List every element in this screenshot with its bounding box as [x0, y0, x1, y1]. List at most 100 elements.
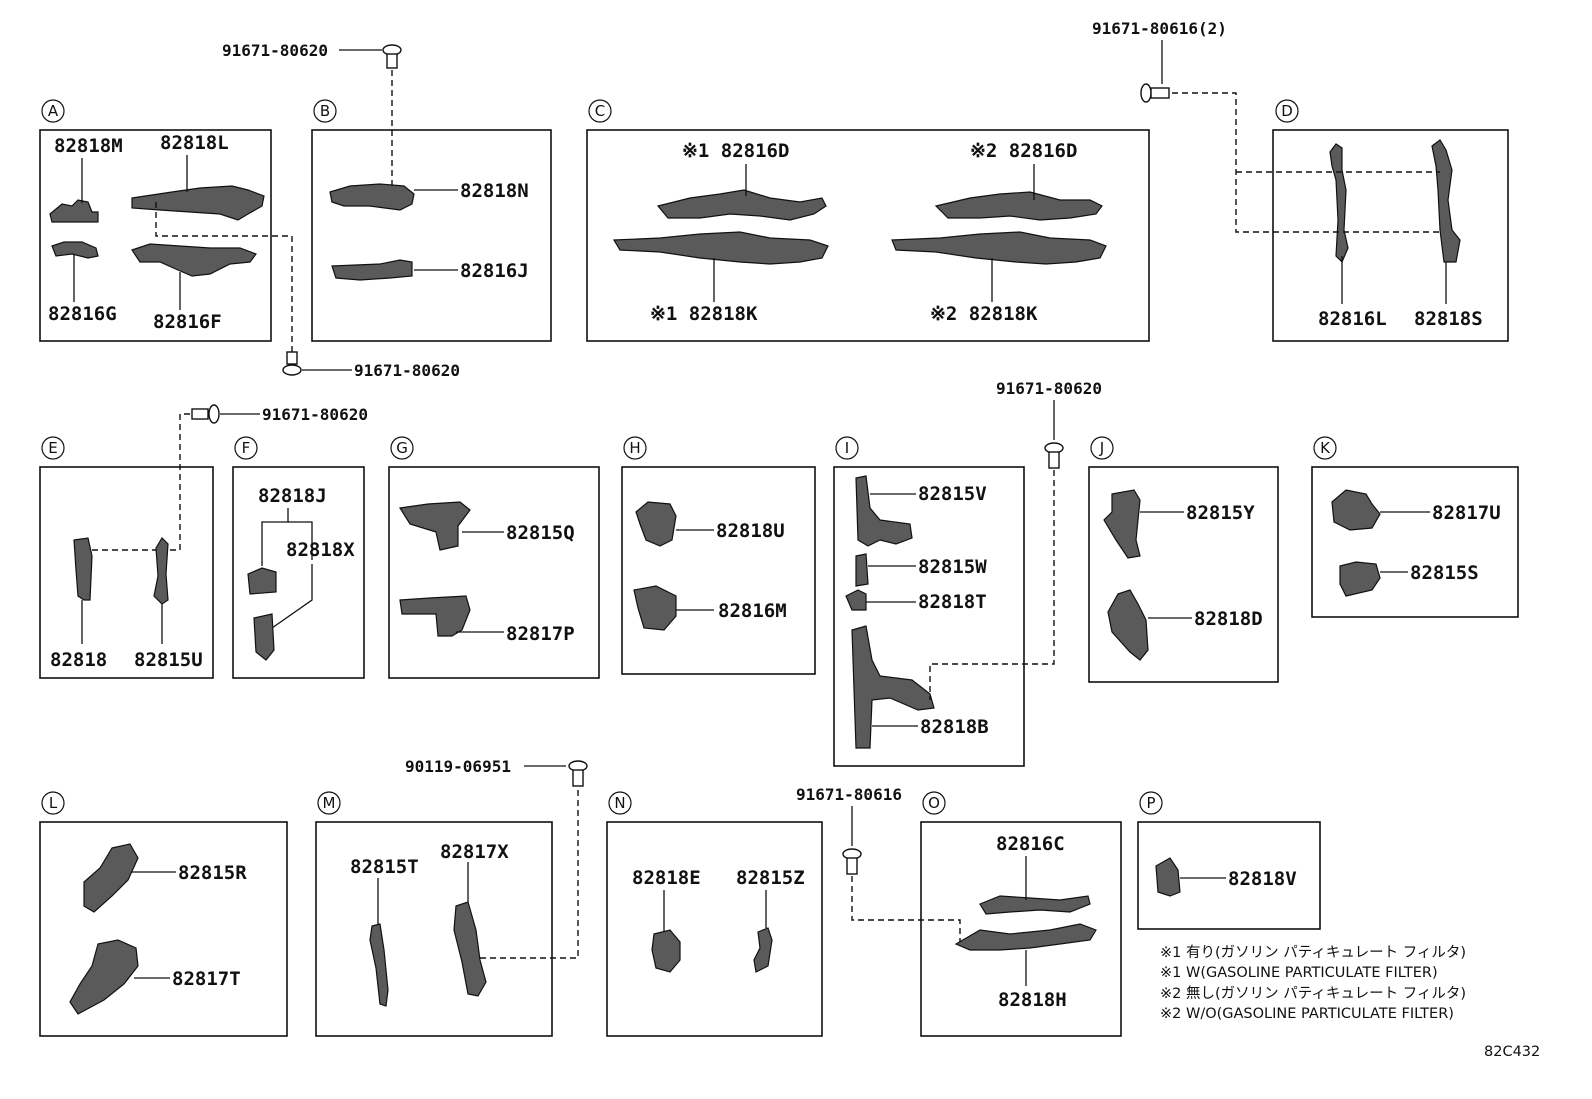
part-82816M-shape: [633, 585, 677, 631]
part-82818U-shape: [635, 501, 677, 547]
svg-text:B: B: [320, 102, 330, 120]
bolt-icon: [1044, 442, 1064, 469]
svg-text:E: E: [48, 439, 57, 457]
section-j-label: J: [1090, 436, 1114, 460]
note-1-en: ※1 W(GASOLINE PARTICULATE FILTER): [1160, 965, 1438, 981]
part-label-82818N: 82818N: [460, 180, 529, 202]
part-82815Y-shape: [1103, 489, 1141, 559]
bolt-icon: [282, 351, 302, 376]
part-82817X-shape: [453, 901, 487, 997]
part-label-82816D-1: ※1 82816D: [682, 140, 789, 162]
part-label-82815S: 82815S: [1410, 562, 1479, 584]
part-label-82818: 82818: [50, 649, 107, 671]
part-label-82816M: 82816M: [718, 600, 787, 622]
part-82818D-shape: [1107, 589, 1149, 661]
svg-text:N: N: [614, 794, 625, 812]
fastener-label-2: 91671-80620: [996, 379, 1102, 398]
part-label-82818X: 82818X: [286, 539, 355, 561]
part-label-82815Z: 82815Z: [736, 867, 805, 889]
svg-text:D: D: [1281, 102, 1293, 120]
part-label-82815Y: 82815Y: [1186, 502, 1255, 524]
part-82815R-shape: [83, 843, 139, 913]
part-label-82815R: 82815R: [178, 862, 247, 884]
part-82816D-2-shape: [934, 191, 1103, 221]
section-f-label: F: [234, 436, 258, 460]
part-label-82818K-2: ※2 82818K: [930, 303, 1038, 325]
part-82818V-shape: [1155, 857, 1181, 897]
part-label-82818S: 82818S: [1414, 308, 1483, 330]
section-m-box: [315, 821, 553, 1037]
part-label-82815V: 82815V: [918, 483, 987, 505]
fastener-label-7: 91671-80616: [796, 785, 902, 804]
part-label-82815T: 82815T: [350, 856, 419, 878]
part-82815U-shape: [153, 537, 169, 605]
part-82815S-shape: [1339, 561, 1381, 597]
part-label-82816J: 82816J: [460, 260, 529, 282]
bolt-icon: [382, 44, 402, 69]
part-82818H-shape: [954, 923, 1097, 951]
part-82817P-shape: [399, 595, 471, 637]
bolt-icon: [191, 404, 220, 424]
part-label-82815Q: 82815Q: [506, 522, 575, 544]
part-label-82818H: 82818H: [998, 989, 1067, 1011]
section-i-label: I: [835, 436, 859, 460]
part-82818X-shape: [253, 613, 275, 661]
note-1-ja: ※1 有り(ガソリン パティキュレート フィルタ): [1160, 944, 1466, 961]
diagram-code: 82C432: [1484, 1044, 1540, 1060]
part-82815Q-shape: [399, 501, 471, 551]
section-a-label: A: [41, 99, 65, 123]
section-m-label: M: [317, 791, 341, 815]
part-label-82816C: 82816C: [996, 833, 1065, 855]
part-label-82818J: 82818J: [258, 485, 327, 507]
part-82818M-shape: [49, 199, 99, 223]
part-label-82816L: 82816L: [1318, 308, 1387, 330]
svg-text:L: L: [49, 794, 58, 812]
svg-text:K: K: [1320, 439, 1331, 457]
section-f-box: [232, 466, 365, 679]
svg-text:J: J: [1099, 439, 1104, 457]
svg-text:P: P: [1146, 794, 1155, 812]
part-82816C-shape: [979, 895, 1091, 915]
part-82818-shape: [73, 537, 93, 601]
section-c-label: C: [588, 99, 612, 123]
part-label-82816F: 82816F: [153, 311, 222, 333]
part-label-82818V: 82818V: [1228, 868, 1297, 890]
part-82818K-2-shape: [891, 231, 1107, 265]
part-label-82818E: 82818E: [632, 867, 701, 889]
part-82818T-shape: [845, 589, 867, 611]
section-e-label: E: [41, 436, 65, 460]
section-c-box: [586, 129, 1150, 342]
part-label-82818M: 82818M: [54, 135, 123, 157]
part-label-82818K-1: ※1 82818K: [650, 303, 758, 325]
fastener-label-1: 91671-80620: [222, 41, 328, 60]
svg-text:C: C: [595, 102, 605, 120]
svg-text:A: A: [48, 102, 59, 120]
svg-text:H: H: [629, 439, 640, 457]
part-82818K-1-shape: [612, 231, 829, 265]
part-82817U-shape: [1331, 489, 1381, 531]
note-2-en: ※2 W/O(GASOLINE PARTICULATE FILTER): [1160, 1006, 1454, 1022]
section-j-box: [1088, 466, 1279, 683]
section-e-box: [39, 466, 214, 679]
part-82818N-shape: [329, 183, 415, 211]
part-82818L-shape: [131, 185, 265, 221]
note-2-ja: ※2 無し(ガソリン パティキュレート フィルタ): [1160, 985, 1466, 1002]
part-label-82818D: 82818D: [1194, 608, 1263, 630]
section-l-box: [39, 821, 288, 1037]
part-82818S-shape: [1431, 139, 1461, 263]
fastener-label-3: 91671-80616(2): [1092, 19, 1227, 38]
part-label-82815W: 82815W: [918, 556, 987, 578]
section-g-label: G: [390, 436, 414, 460]
part-label-82818U: 82818U: [716, 520, 785, 542]
part-82816F-shape: [131, 243, 257, 277]
part-82816L-shape: [1329, 143, 1349, 264]
section-h-label: H: [623, 436, 647, 460]
section-d-label: D: [1275, 99, 1299, 123]
svg-text:F: F: [242, 439, 251, 457]
part-label-82817U: 82817U: [1432, 502, 1501, 524]
section-a-box: [39, 129, 272, 342]
section-g-box: [388, 466, 600, 679]
part-82816J-shape: [331, 259, 413, 281]
bolt-icon: [568, 760, 588, 787]
